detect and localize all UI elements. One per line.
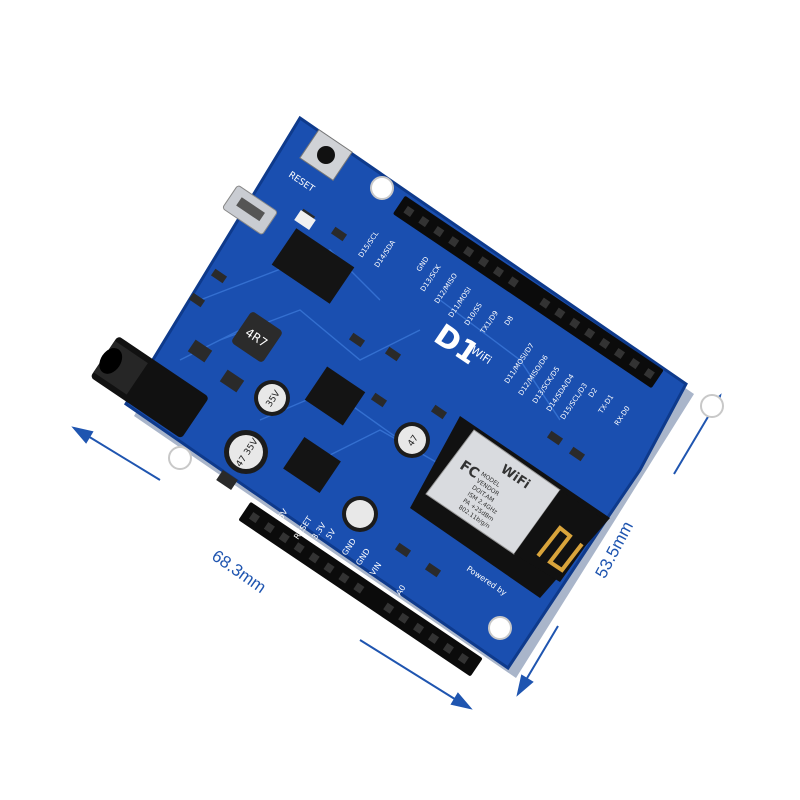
mounting-holes (168, 176, 724, 640)
esp-wifi-module: WiFi FC MODEL VENDOR DOIT.AM ISM 2.4GHz … (410, 416, 610, 598)
mounting-hole-4 (700, 394, 724, 418)
smd-components (187, 208, 586, 578)
capacitor-2: 35V (254, 380, 290, 416)
header-bottom (239, 502, 482, 676)
header-top (393, 196, 664, 388)
inductor (232, 312, 282, 362)
capacitor-3: 47 (394, 422, 430, 458)
mounting-hole-2 (168, 446, 192, 470)
mounting-hole-1 (370, 176, 394, 200)
ic-chip-regulator-top (304, 366, 366, 426)
capacitor-1: 47 35V (224, 430, 268, 474)
arrow-head-right-bottom (516, 674, 534, 697)
ic-chip-regulator-bottom (283, 436, 341, 494)
dim-line-bottom (359, 639, 467, 707)
micro-usb-port (222, 185, 278, 235)
header-top-strip (393, 196, 664, 388)
antenna-trace (536, 525, 584, 573)
capacitor-4 (342, 496, 378, 532)
dim-line-left (77, 429, 161, 481)
dc-power-jack (91, 337, 208, 438)
arrow-head-left-end (71, 426, 94, 444)
mounting-hole-3 (488, 616, 512, 640)
ic-chip-usb (271, 228, 355, 304)
antenna-area (514, 490, 604, 582)
arrow-head-bottom-end (450, 692, 473, 710)
dimension-arrows (71, 393, 722, 710)
led (294, 209, 316, 231)
reset-button[interactable] (299, 129, 353, 181)
